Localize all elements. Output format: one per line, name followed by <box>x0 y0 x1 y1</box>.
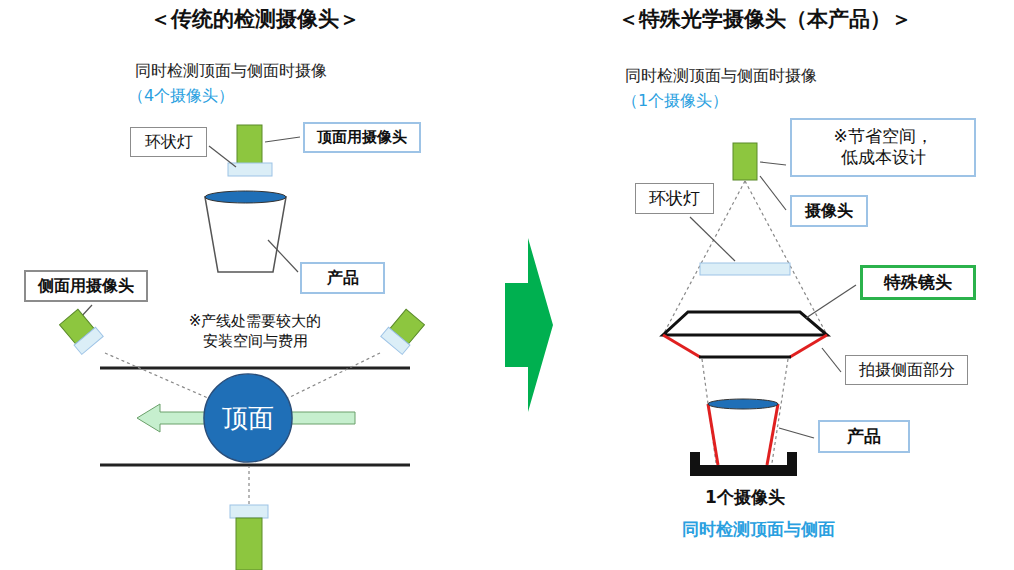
ring-light <box>700 263 790 275</box>
callout-box: 顶面用摄像头 <box>303 122 421 153</box>
annotation-text: 1个摄像头 <box>705 486 785 508</box>
side-camera <box>74 327 103 354</box>
leader-line <box>760 162 786 165</box>
product-cup <box>708 399 778 465</box>
box-text: 产品 <box>314 268 371 288</box>
camera <box>733 143 757 180</box>
annotation-text: 同时检测顶面与侧面 <box>682 518 835 540</box>
view-line <box>288 353 380 398</box>
box-text: 顶面 <box>222 402 274 435</box>
conveyor-rail <box>100 367 410 370</box>
callout-box: 特殊镜头 <box>860 265 976 300</box>
conveyor-rail <box>100 368 410 465</box>
box-text: 特殊镜头 <box>875 272 961 293</box>
callout-box: 环状灯 <box>130 127 207 157</box>
box-text: 顶面用摄像头 <box>317 128 407 147</box>
transition-arrow <box>505 238 553 412</box>
product-cup <box>708 404 778 465</box>
leader-line <box>822 348 841 372</box>
leader-line <box>690 162 856 438</box>
leader-line <box>806 285 856 318</box>
product-cup <box>708 399 778 409</box>
leader-line <box>268 240 298 272</box>
annotation-text: （1个摄像头） <box>622 91 728 112</box>
product-cup <box>205 191 286 203</box>
special-lens <box>699 356 791 359</box>
callout-box: 侧面用摄像头 <box>24 270 148 302</box>
callout-box: 环状灯 <box>635 183 714 214</box>
view-line <box>105 353 208 398</box>
special-lens <box>663 312 827 357</box>
box-text: 拍摄侧面部分 <box>858 360 955 380</box>
leader-line <box>690 217 735 261</box>
product-cup <box>205 197 286 272</box>
box-text: 摄像头 <box>804 201 854 221</box>
ring-light <box>228 163 272 176</box>
ring-light <box>228 163 272 176</box>
special-lens <box>663 312 827 335</box>
special-lens <box>790 335 827 357</box>
leader-line <box>209 146 236 167</box>
section-heading: ＜特殊光学摄像头（本产品）＞ <box>618 6 912 33</box>
callout-box: 拍摄侧面部分 <box>845 355 968 385</box>
side-camera <box>230 505 268 518</box>
box-text: ※节省空间， 低成本设计 <box>800 126 966 169</box>
annotation-text: 同时检测顶面与侧面时摄像 <box>625 66 817 87</box>
special-lens <box>663 335 700 357</box>
camera <box>733 143 757 180</box>
box-text: 侧面用摄像头 <box>38 276 134 296</box>
leader-line <box>779 428 814 438</box>
callout-box: 摄像头 <box>790 195 868 227</box>
side-camera <box>58 308 103 354</box>
side-camera <box>381 327 410 354</box>
side-camera <box>381 308 426 354</box>
side-camera <box>236 518 262 570</box>
leader-line <box>265 137 300 142</box>
box-text: 产品 <box>832 426 896 447</box>
annotation-text: ※产线处需要较大的 安装空间与费用 <box>155 312 355 351</box>
product-cup <box>205 191 286 272</box>
leader-line <box>760 176 786 210</box>
top-camera <box>237 125 262 165</box>
annotation-text: 同时检测顶面与侧面时摄像 <box>135 61 327 82</box>
circle-outline <box>204 374 292 462</box>
annotation-text: （4个摄像头） <box>128 86 234 107</box>
view-line <box>248 466 249 504</box>
top-camera <box>237 125 262 165</box>
side-camera <box>230 505 268 570</box>
conveyor-rail <box>100 464 410 467</box>
view-line <box>105 353 380 504</box>
callout-box: 产品 <box>818 420 910 453</box>
section-heading: ＜传统的检测摄像头＞ <box>150 6 360 33</box>
product-cup <box>708 404 718 465</box>
ring-light <box>700 263 790 275</box>
note-box: ※节省空间， 低成本设计 <box>790 118 976 177</box>
box-text: 环状灯 <box>143 132 194 152</box>
callout-box: 产品 <box>300 262 385 294</box>
product-cup <box>767 404 778 465</box>
top-view-circle: 顶面 <box>203 373 293 463</box>
box-text: 环状灯 <box>648 188 701 209</box>
